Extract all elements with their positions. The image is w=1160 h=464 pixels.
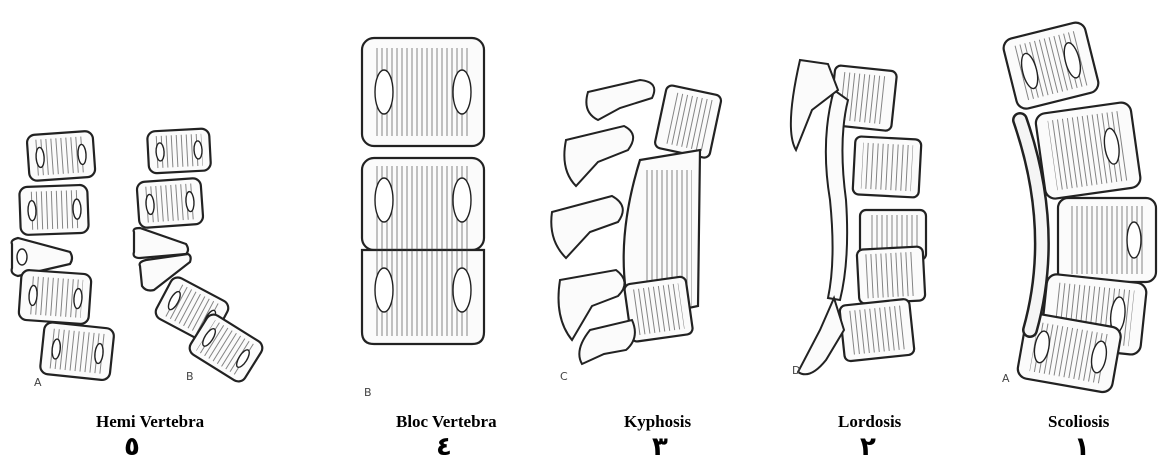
label-bloc-vertebra: Bloc Vertebra xyxy=(396,412,497,432)
number-bloc-vertebra: ٤ xyxy=(436,432,452,462)
label-hemi-vertebra: Hemi Vertebra xyxy=(96,412,204,432)
number-kyphosis: ٣ xyxy=(652,432,668,462)
figure-letter-a2: A xyxy=(1002,372,1010,385)
number-scoliosis: ١ xyxy=(1074,432,1090,462)
figure-letter-a: A xyxy=(34,376,42,389)
hemi-vertebra-figure-b: B xyxy=(134,128,266,384)
figure-letter-b: B xyxy=(186,370,194,383)
spine-illustrations: A B B C xyxy=(0,0,1160,400)
label-kyphosis: Kyphosis xyxy=(624,412,691,432)
label-lordosis: Lordosis xyxy=(838,412,901,432)
hemi-vertebra-figure-a: A xyxy=(12,131,115,389)
kyphosis-figure: C xyxy=(551,80,722,383)
label-scoliosis: Scoliosis xyxy=(1048,412,1109,432)
bloc-vertebra-figure: B xyxy=(362,38,484,399)
figure-letter-b2: B xyxy=(364,386,372,399)
number-lordosis: ٢ xyxy=(860,432,876,462)
figure-letter-c: C xyxy=(560,370,568,383)
lordosis-figure: D xyxy=(791,60,926,377)
figure-letter-d: D xyxy=(792,364,800,377)
number-hemi-vertebra: ٥ xyxy=(124,432,140,462)
scoliosis-figure: A xyxy=(1002,21,1156,394)
